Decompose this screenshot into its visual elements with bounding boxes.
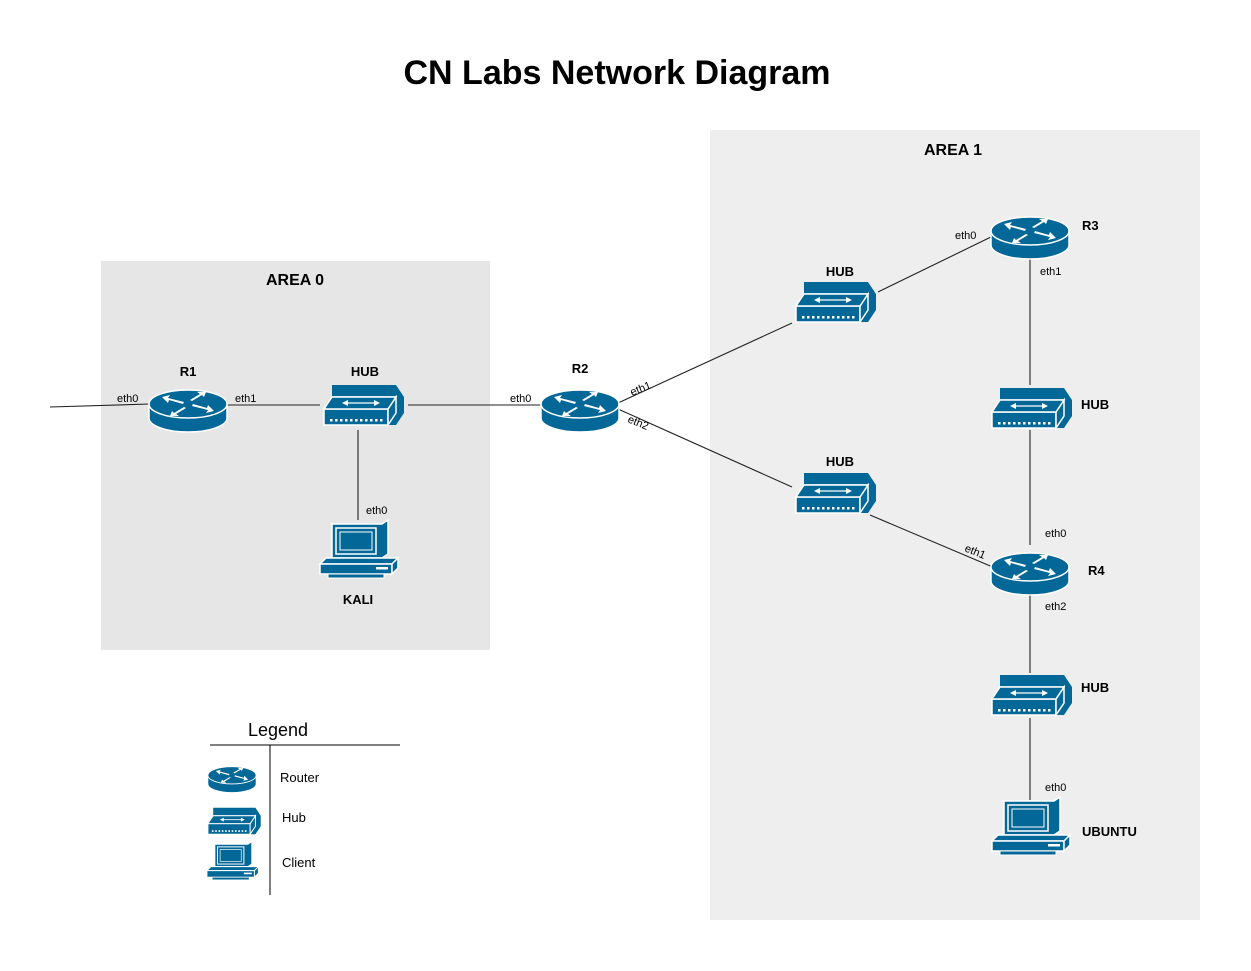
hub-bottom-label: HUB	[1081, 680, 1109, 695]
area-1-box	[710, 130, 1200, 920]
legend-title: Legend	[248, 720, 308, 740]
area-1-title: AREA 1	[924, 142, 982, 159]
r3-label: R3	[1082, 218, 1099, 233]
link-r2-hub-top	[617, 322, 793, 404]
client-ubuntu-icon	[991, 796, 1071, 856]
router-r3-icon	[990, 216, 1070, 260]
r2-eth0-label: eth0	[510, 393, 531, 405]
r4-eth0-label: eth0	[1045, 528, 1066, 540]
area-0-box	[101, 261, 490, 650]
router-r4-icon	[990, 552, 1070, 596]
r4-eth2-label: eth2	[1045, 601, 1066, 613]
r3-eth0-label: eth0	[955, 230, 976, 242]
client-icon	[206, 841, 259, 881]
ubuntu-eth0-label: eth0	[1045, 782, 1066, 794]
hub-middle-label: HUB	[826, 454, 854, 469]
link-external-r1	[49, 403, 151, 408]
router-r1-icon	[148, 389, 228, 433]
hub-top-label: HUB	[826, 264, 854, 279]
ubuntu-label: UBUNTU	[1082, 824, 1137, 839]
r1-eth1-label: eth1	[235, 393, 256, 405]
legend-hub-label: Hub	[282, 810, 306, 825]
hub-right-icon	[991, 387, 1073, 429]
r3-eth1-label: eth1	[1040, 266, 1061, 278]
hub-area0-icon	[323, 384, 405, 426]
hub-top-icon	[795, 281, 877, 323]
r4-label: R4	[1088, 563, 1105, 578]
r1-label: R1	[180, 364, 197, 379]
links	[49, 235, 1031, 800]
hub-area0-label: HUB	[351, 364, 379, 379]
hub-right-label: HUB	[1081, 397, 1109, 412]
router-icon	[207, 766, 257, 794]
r2-eth2-label: eth2	[626, 414, 650, 433]
r2-eth1-label: eth1	[629, 380, 653, 399]
link-hub-r4-eth1	[869, 514, 996, 569]
legend-router-label: Router	[280, 770, 320, 785]
r1-eth0-label: eth0	[117, 393, 138, 405]
hub-bottom-icon	[991, 674, 1073, 716]
hub-middle-icon	[795, 472, 877, 514]
kali-label: KALI	[343, 592, 373, 607]
legend-client-label: Client	[282, 855, 316, 870]
router-r2-icon	[540, 389, 620, 433]
diagram-title: CN Labs Network Diagram	[404, 54, 831, 92]
legend: Legend Router Hub Client	[206, 720, 400, 895]
client-kali-icon	[319, 519, 399, 579]
area-0-title: AREA 0	[266, 272, 324, 289]
kali-eth0-label: eth0	[366, 505, 387, 517]
hub-icon	[207, 807, 262, 835]
r2-label: R2	[572, 361, 589, 376]
link-hub-r3	[877, 235, 994, 293]
link-r2-hub-bottom	[617, 408, 793, 488]
